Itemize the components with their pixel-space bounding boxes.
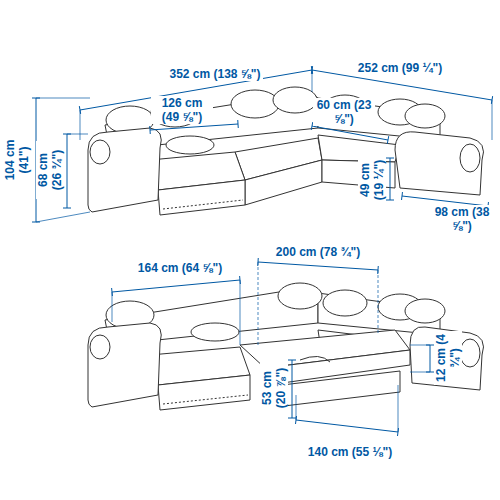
- dimension-label: 104 cm (41"): [3, 133, 31, 187]
- dimension-label: 164 cm (64 ⅝"): [136, 261, 224, 275]
- sofa-upper: [88, 87, 484, 215]
- dimension-label: 98 cm (38 ⅝"): [431, 205, 493, 233]
- dimension-label: 200 cm (78 ¾"): [274, 245, 362, 259]
- dimension-label: 126 cm (49 ⅝"): [151, 96, 213, 124]
- dimension-lines: [36, 70, 492, 432]
- dimension-label: 49 cm (19 ¼"): [358, 151, 386, 209]
- dimension-label: 53 cm (20 ⅞"): [260, 359, 288, 417]
- dimension-label: 352 cm (138 ⅝"): [167, 67, 262, 81]
- dimension-label: 252 cm (99 ¼"): [356, 61, 444, 75]
- dimension-label: 140 cm (55 ⅛"): [306, 445, 394, 459]
- dimension-label: 12 cm (4 ¾"): [434, 331, 462, 385]
- dimension-label: 60 cm (23 ⅝"): [313, 98, 375, 126]
- dimension-label: 68 cm (26 ¾"): [36, 141, 64, 199]
